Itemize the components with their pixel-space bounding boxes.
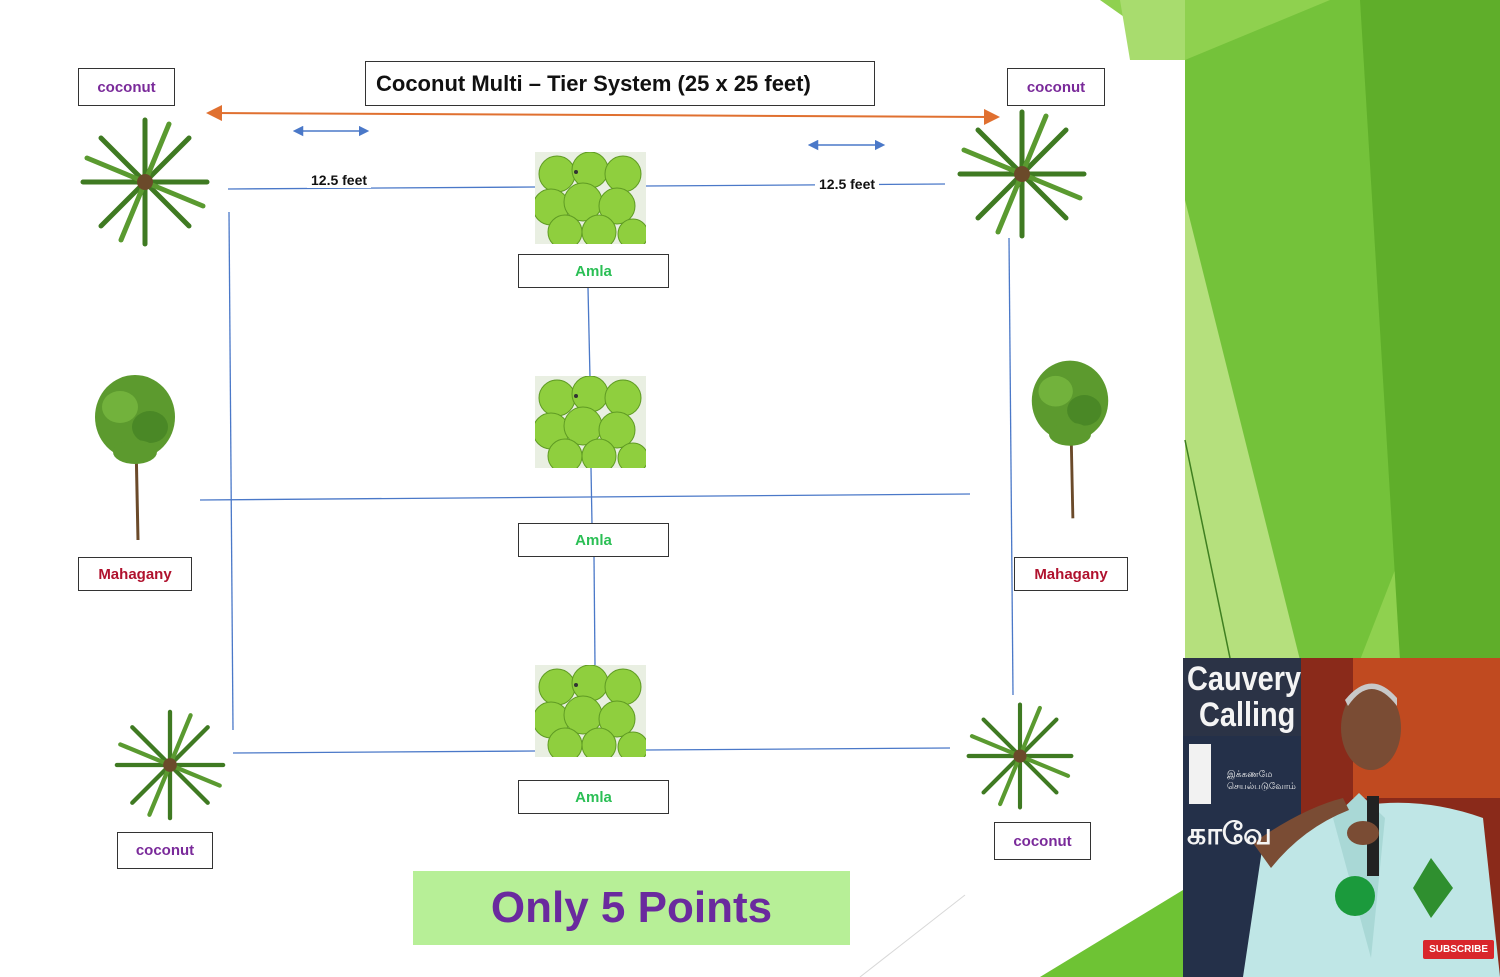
- grid-line-middle: [199, 493, 971, 501]
- sign-text-cauvery: Cauvery: [1187, 660, 1302, 698]
- coconut-label-bottom-left: coconut: [117, 832, 213, 869]
- amla-image: [535, 376, 646, 468]
- diagram-title: Coconut Multi – Tier System (25 x 25 fee…: [365, 61, 875, 106]
- mahagany-label-left: Mahagany: [78, 557, 192, 591]
- mahagany-tree-icon: [95, 375, 175, 541]
- amla-label-top: Amla: [518, 254, 669, 288]
- amla-image: [535, 152, 646, 244]
- grid-line-left: [228, 211, 234, 731]
- coconut-tree-icon: [114, 709, 226, 821]
- grid-line-top-left: [227, 186, 536, 190]
- sign-text-tamil-small: இக்கணமே செயல்படுவோம்: [1227, 769, 1296, 791]
- span-arrow: [206, 105, 1000, 125]
- amla-label-bottom: Amla: [518, 780, 669, 814]
- mahagany-tree-icon: [1031, 360, 1109, 519]
- grid-line-right: [1008, 237, 1014, 696]
- summary-banner: Only 5 Points: [413, 871, 850, 945]
- grid-line-bottom-left: [232, 750, 536, 754]
- subscribe-button[interactable]: SUBSCRIBE: [1423, 940, 1494, 959]
- dimension-label-right: 12.5 feet: [815, 176, 880, 192]
- grid-line-center-2: [590, 467, 593, 525]
- coconut-label-top-left: coconut: [78, 68, 175, 106]
- dimension-label-left: 12.5 feet: [307, 172, 372, 188]
- coconut-tree-icon: [957, 109, 1087, 239]
- sign-text-calling: Calling: [1199, 696, 1296, 734]
- coconut-label-top-right: coconut: [1007, 68, 1105, 106]
- grid-line-top-right: [645, 183, 946, 187]
- grid-line-center: [587, 287, 591, 379]
- sign-text-tamil: காவே: [1187, 818, 1272, 851]
- amla-image: [535, 665, 646, 757]
- coconut-label-bottom-right: coconut: [994, 822, 1091, 860]
- grid-line-bottom-right: [645, 747, 951, 751]
- coconut-tree-icon: [80, 117, 210, 247]
- grid-line-center-3: [593, 556, 596, 667]
- mahagany-label-right: Mahagany: [1014, 557, 1128, 591]
- speaker-video-overlay[interactable]: Cauvery Calling இக்கணமே செயல்படுவோம் காவ…: [1183, 658, 1500, 977]
- amla-label-middle: Amla: [518, 523, 669, 557]
- coconut-tree-icon: [966, 702, 1074, 810]
- speaker-video-frame: [1183, 658, 1500, 977]
